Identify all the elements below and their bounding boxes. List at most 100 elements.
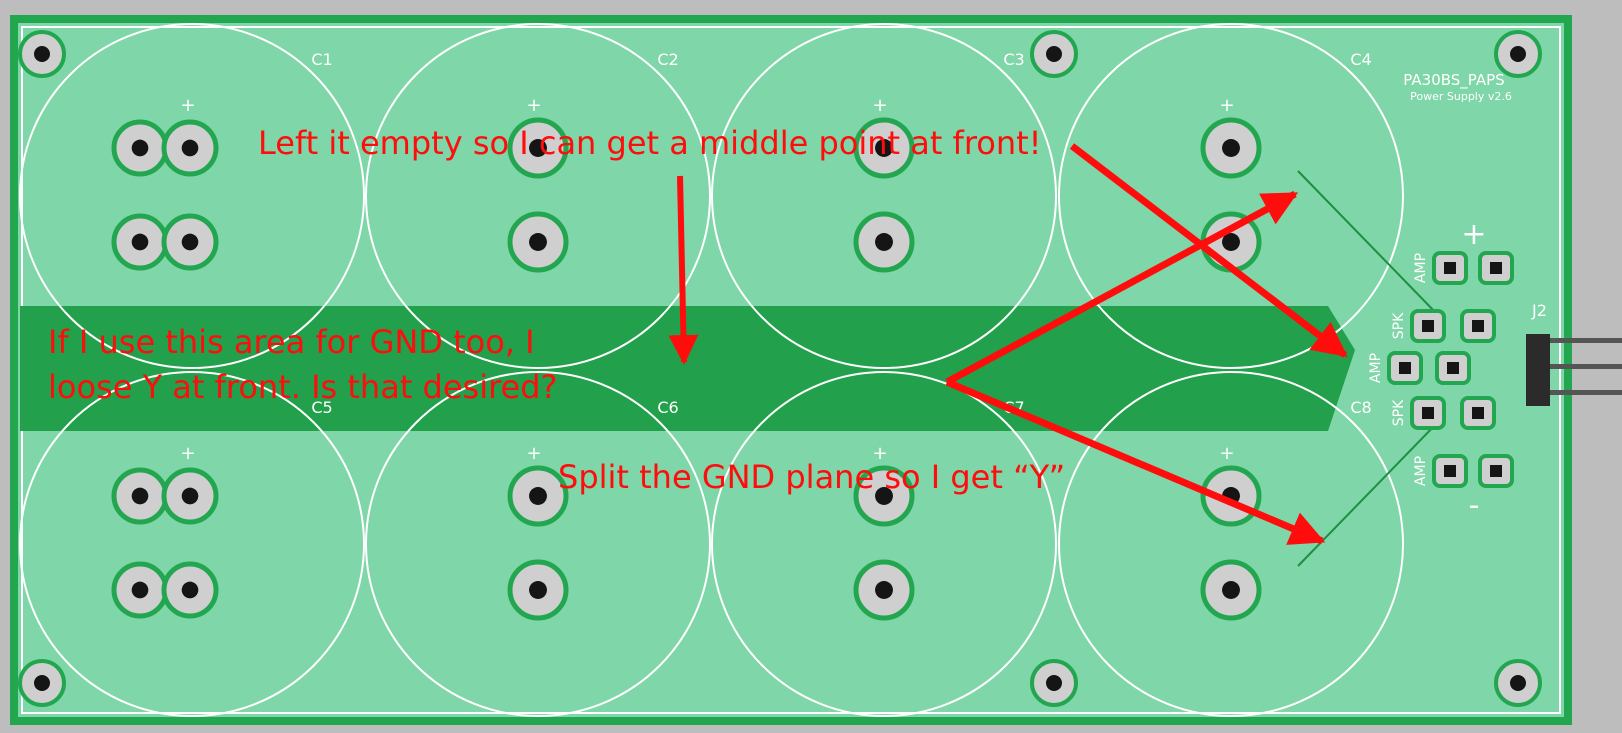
annotation-gnd-area-note-line1: If I use this area for GND too, I <box>48 323 535 361</box>
capacitor-ref-label: C8 <box>1350 398 1371 417</box>
capacitor-outline <box>711 23 1057 369</box>
capacitor-ref-label: C3 <box>1003 50 1024 69</box>
capacitor-labels: +C1+C2+C3+C4+C5+C6+C7+C8 <box>180 50 1371 464</box>
capacitor-outline <box>365 23 711 369</box>
terminal-label: SPK <box>1391 399 1407 426</box>
capacitor-outline <box>19 371 365 717</box>
capacitor-outline <box>1058 23 1404 369</box>
drill-hole <box>875 233 893 251</box>
drill-hole <box>875 581 893 599</box>
drill-hole <box>131 581 149 599</box>
capacitor-ref-label: C2 <box>657 50 678 69</box>
annotation-arrow <box>945 190 1299 386</box>
drill-hole <box>529 139 547 157</box>
annotation-arrow <box>1069 143 1348 358</box>
capacitor-polarity-mark: + <box>872 443 887 464</box>
terminal-pair: SPK <box>1391 309 1496 343</box>
solder-pad <box>111 119 169 177</box>
output-terminal-block: AMP SPK AMP SPK AMP <box>1368 251 1514 488</box>
connector-pin <box>1550 338 1622 343</box>
drill-hole <box>1222 233 1240 251</box>
annotation-middle-point-note: Left it empty so I can get a middle poin… <box>258 124 1042 162</box>
capacitor-polarity-mark: + <box>180 443 195 464</box>
terminal-label: SPK <box>1391 312 1407 339</box>
solder-pad <box>161 561 219 619</box>
terminal-pad <box>1387 351 1423 385</box>
terminal-label: AMP <box>1413 253 1429 283</box>
drill-hole <box>529 581 547 599</box>
minus-sign: - <box>1469 488 1480 523</box>
drill-hole <box>131 233 149 251</box>
mounting-hole <box>1494 30 1542 78</box>
drill-hole <box>1222 139 1240 157</box>
annotation-gnd-area-note-line2: loose Y at front. Is that desired? <box>48 368 558 406</box>
terminal-pair: SPK <box>1391 396 1496 430</box>
solder-pad <box>111 561 169 619</box>
terminal-label: AMP <box>1368 353 1384 383</box>
terminal-pad <box>1432 251 1468 285</box>
drill-hole <box>1222 581 1240 599</box>
solder-pad <box>853 117 915 179</box>
terminal-pad <box>1460 396 1496 430</box>
mounting-hole <box>18 30 66 78</box>
solder-pad <box>161 213 219 271</box>
plus-sign: + <box>1461 217 1486 252</box>
ground-plane-strip <box>20 306 1355 431</box>
solder-pad <box>1200 117 1262 179</box>
connector-pin <box>1550 390 1622 395</box>
terminal-pad <box>1478 251 1514 285</box>
drill-hole <box>181 581 199 599</box>
drill-hole <box>131 139 149 157</box>
solder-pad <box>853 211 915 273</box>
terminal-pad <box>1410 309 1446 343</box>
mounting-hole <box>1030 30 1078 78</box>
terminal-pad <box>1432 454 1468 488</box>
solder-pad <box>853 465 915 527</box>
capacitor-polarity-mark: + <box>526 95 541 116</box>
solder-pad <box>111 467 169 525</box>
capacitor-ref-label: C6 <box>657 398 678 417</box>
terminal-pad <box>1460 309 1496 343</box>
solder-pad <box>507 211 569 273</box>
drill-hole <box>529 487 547 505</box>
capacitor-ref-label: C5 <box>311 398 332 417</box>
mounting-hole <box>1494 659 1542 707</box>
mounting-hole <box>1030 659 1078 707</box>
terminal-pair: AMP <box>1413 454 1514 488</box>
capacitor-polarity-mark: + <box>1219 443 1234 464</box>
terminal-pair: AMP <box>1413 251 1514 285</box>
j2-connector: J2 <box>1526 301 1622 406</box>
drill-hole <box>875 139 893 157</box>
solder-pad <box>853 559 915 621</box>
solder-pad <box>1200 559 1262 621</box>
capacitor-outline <box>711 371 1057 717</box>
terminal-pad <box>1410 396 1446 430</box>
capacitor-polarity-mark: + <box>526 443 541 464</box>
connector-body <box>1526 334 1550 406</box>
connector-pin <box>1550 364 1622 369</box>
capacitor-polarity-mark: + <box>180 95 195 116</box>
mounting-hole <box>18 659 66 707</box>
board-subtitle: Power Supply v2.6 <box>1410 90 1512 103</box>
solder-pad <box>507 117 569 179</box>
board-name: PA30BS_PAPS <box>1403 71 1504 90</box>
capacitor-outline <box>1058 371 1404 717</box>
mounting-holes <box>18 30 1542 707</box>
solder-pad <box>161 467 219 525</box>
drill-hole <box>181 233 199 251</box>
terminal-pair: AMP <box>1368 351 1471 385</box>
solder-pad <box>507 559 569 621</box>
capacitor-ref-label: C1 <box>311 50 332 69</box>
drill-hole <box>131 487 149 505</box>
capacitor-outline <box>19 23 365 369</box>
annotation-arrow <box>945 378 1326 545</box>
annotation-arrows <box>668 143 1348 545</box>
solder-pad <box>161 119 219 177</box>
silk-diagonal-upper <box>1297 170 1439 316</box>
terminal-pad <box>1478 454 1514 488</box>
terminal-pad <box>1435 351 1471 385</box>
annotation-split-gnd-note: Split the GND plane so I get “Y” <box>558 458 1065 496</box>
capacitor-pads <box>111 117 1262 621</box>
solder-pad <box>111 213 169 271</box>
